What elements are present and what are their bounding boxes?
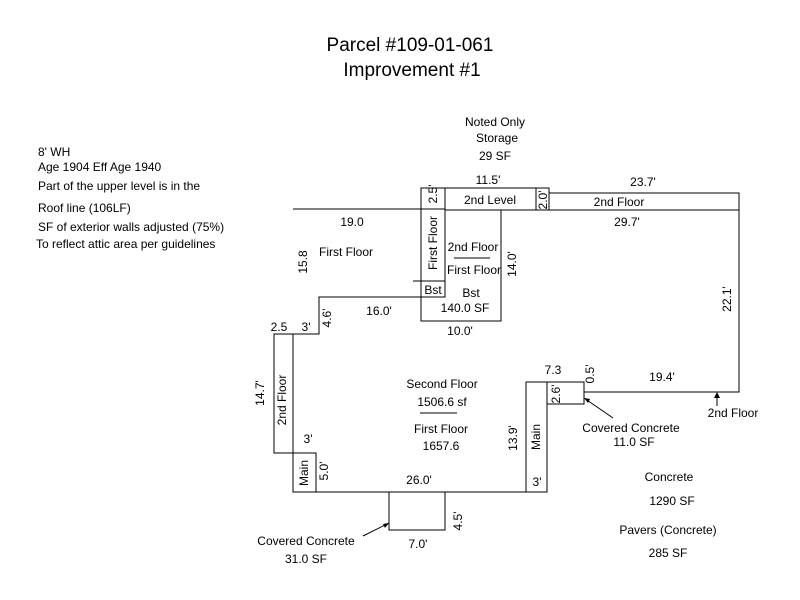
dimension-label: 23.7'	[630, 175, 656, 189]
area-label: Main	[297, 460, 311, 486]
main-left-rect	[292, 452, 317, 493]
note-line: 8' WH	[38, 145, 70, 159]
area-label: 2nd Level	[464, 193, 516, 207]
dimension-label: 7.3	[545, 363, 562, 377]
area-label: First Floor	[447, 263, 501, 277]
dimension-label: 16.0'	[366, 304, 392, 318]
dimension-label: 7.0'	[409, 537, 428, 551]
first-floor-strip	[420, 187, 446, 298]
dimension-label: 10.0'	[447, 324, 473, 338]
storage-area: 29 SF	[479, 149, 511, 163]
dimension-label: 19.4'	[649, 370, 675, 384]
area-label: 2nd Floor	[708, 406, 759, 420]
note-line: To reflect attic area per guidelines	[36, 237, 215, 251]
dimension-label: 19.0	[340, 215, 364, 229]
area-label: Pavers (Concrete)	[619, 523, 716, 537]
area-value: 140.0 SF	[441, 301, 490, 315]
area-labels: 2nd Level 2nd Floor First Floor First Fl…	[257, 193, 758, 566]
dimension-label: 11.5'	[476, 173, 501, 187]
dimension-label: 2.5'	[426, 185, 440, 204]
area-value: 31.0 SF	[285, 552, 327, 566]
dimension-label: 26.0'	[406, 473, 432, 487]
note-line: Part of the upper level is in the	[38, 179, 200, 193]
page-title: Parcel #109-01-061	[327, 35, 494, 56]
dimension-label: 14.0'	[505, 251, 519, 277]
dimension-label: 0.5'	[583, 365, 597, 384]
area-value: 11.0 SF	[613, 435, 654, 449]
notes-block: 8' WH Age 1904 Eff Age 1940 Part of the …	[36, 145, 224, 251]
dimension-label: 3'	[304, 432, 313, 446]
area-value: 1506.6 sf	[417, 395, 467, 409]
storage-note: Noted Only Storage 29 SF	[465, 115, 525, 163]
area-label: Second Floor	[406, 377, 477, 391]
dimension-label: 13.9'	[506, 425, 520, 451]
area-label: 2nd Floor	[275, 375, 289, 426]
area-label: Covered Concrete	[257, 534, 355, 548]
dimension-label: 2.6'	[549, 385, 563, 404]
dimension-label: 14.7'	[253, 380, 267, 406]
sketch-outlines	[273, 187, 740, 537]
area-label: First Floor	[414, 422, 468, 436]
pointer-arrow	[383, 523, 389, 528]
area-label: First Floor	[426, 216, 440, 270]
dimension-label: 4.6'	[320, 309, 334, 328]
dimension-label: 5.0'	[317, 462, 331, 481]
dimension-label: 4.5'	[451, 512, 465, 531]
note-line: Age 1904 Eff Age 1940	[38, 160, 162, 174]
dimension-label: 22.1'	[720, 286, 734, 312]
area-label: Main	[529, 424, 543, 450]
covered-concrete-bottom-rect	[388, 492, 446, 531]
note-line: SF of exterior walls adjusted (75%)	[38, 220, 224, 234]
area-label: Bst	[462, 286, 480, 300]
storage-label: Storage	[476, 131, 518, 145]
note-line: Roof line (106LF)	[38, 201, 131, 215]
storage-label: Noted Only	[465, 115, 525, 129]
dimension-label: 15.8	[296, 250, 310, 274]
pointer-arrow	[584, 398, 590, 403]
left-second-floor-rect	[273, 333, 294, 454]
area-label: Concrete	[645, 470, 694, 484]
area-label: Covered Concrete	[582, 421, 680, 435]
covered-concrete-small-rect	[546, 381, 585, 405]
area-label: First Floor	[319, 245, 373, 259]
area-label: 2nd Floor	[448, 240, 499, 254]
main-right-rect	[525, 381, 548, 493]
bst-outline	[420, 209, 502, 322]
dimension-label: 29.7'	[614, 215, 640, 229]
second-floor-top-rect	[548, 192, 740, 211]
area-label: 2nd Floor	[594, 195, 645, 209]
area-label: Bst	[424, 283, 442, 297]
pointer-arrow	[714, 392, 720, 398]
dimension-label: 2.0'	[536, 191, 550, 210]
area-value: 285 SF	[649, 546, 688, 560]
dimension-label: 3'	[533, 475, 542, 489]
area-value: 1290 SF	[649, 494, 694, 508]
dimension-label: 3'	[302, 320, 311, 334]
dimension-labels: 11.5' 23.7' 2.5' 2.0' 19.0 29.7' 15.8 14…	[253, 173, 734, 551]
area-value: 1657.6	[423, 439, 460, 453]
dimension-label: 2.5	[271, 320, 288, 334]
page-subtitle: Improvement #1	[343, 60, 480, 81]
